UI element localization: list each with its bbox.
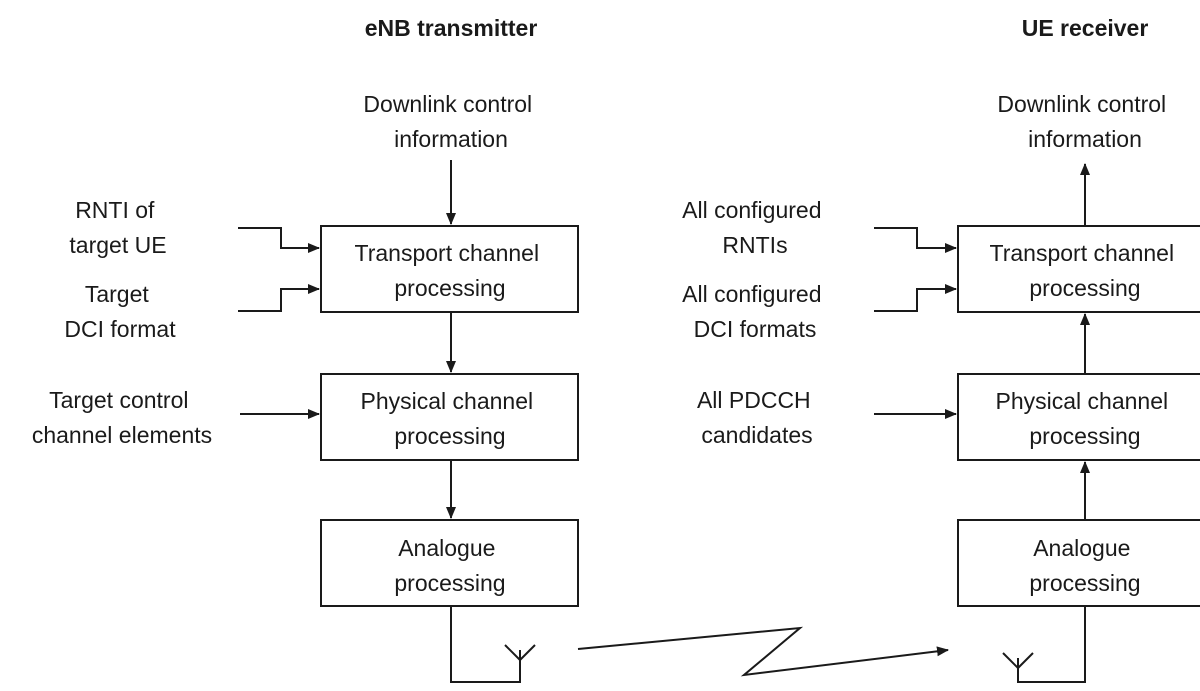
ue-analogue-box: Analogue processing (957, 519, 1200, 607)
ue-heading: UE receiver (1022, 15, 1149, 41)
enb-heading: eNB transmitter (365, 15, 538, 41)
ue-dci-formats-label: All configured DCI formats (682, 281, 828, 342)
ue-transport-channel-box: Transport channel processing (957, 225, 1200, 313)
enb-rnti-label: RNTI of target UE (69, 197, 166, 258)
enb-dci-format-arrow (238, 284, 320, 312)
svg-text:Transport channel proces: Transport channel processing (355, 240, 546, 301)
radio-link-arrow (577, 626, 949, 677)
ue-rntis-arrow (874, 227, 957, 253)
enb-physical-channel-box: Physical channel processing (320, 373, 579, 461)
svg-text:Analogue processing: Analogue processing (1029, 535, 1140, 596)
enb-cce-label: Target control channel elements (32, 387, 212, 448)
ue-dci-formats-arrow (874, 284, 957, 312)
svg-text:Physical channel process: Physical channel processing (996, 388, 1175, 449)
ue-antenna-icon (1002, 652, 1034, 676)
ue-physical-channel-box: Physical channel processing (957, 373, 1200, 461)
enb-input-dci-label: Downlink control information (363, 91, 538, 152)
ue-rntis-label: All configured RNTIs (682, 197, 828, 258)
enb-antenna-icon (504, 644, 536, 668)
enb-transport-channel-box: Transport channel processing (320, 225, 579, 313)
ue-output-dci-label: Downlink control information (997, 91, 1172, 152)
enb-dci-format-label: Target DCI format (64, 281, 176, 342)
enb-antenna-feed (450, 606, 521, 683)
ue-pdcch-label: All PDCCH candidates (697, 387, 817, 448)
enb-rnti-arrow (238, 227, 320, 253)
ue-antenna-feed (1017, 606, 1086, 683)
svg-text:Transport channel proces: Transport channel processing (990, 240, 1181, 301)
svg-text:Physical channel process: Physical channel processing (361, 388, 540, 449)
svg-text:Analogue processing: Analogue processing (394, 535, 505, 596)
enb-analogue-box: Analogue processing (320, 519, 579, 607)
